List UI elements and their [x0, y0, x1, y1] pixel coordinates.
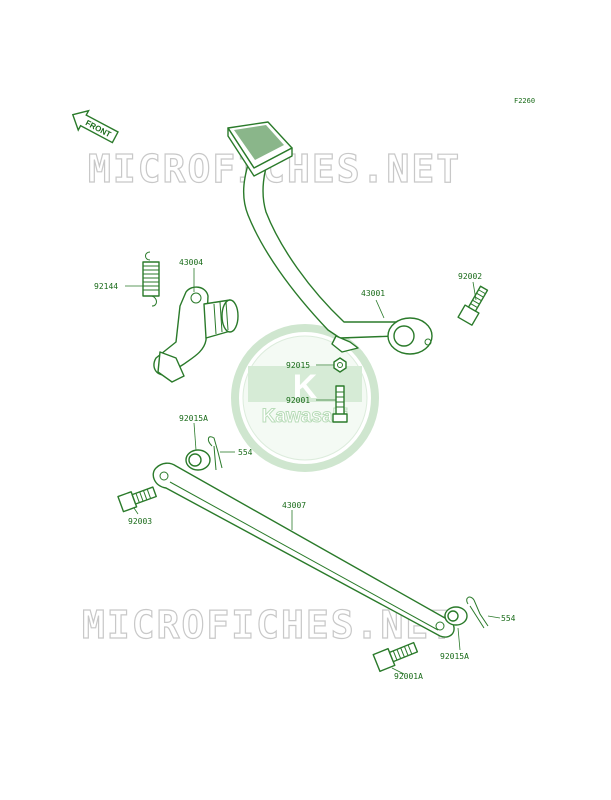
part-label: 92002 — [458, 272, 482, 281]
cotter-pin-554-upper-drawing — [207, 436, 223, 471]
nut-92015-drawing — [333, 357, 347, 373]
kawasaki-logo-watermark: K Kawasaki — [231, 324, 379, 472]
part-labels: 92144 43004 43001 92002 92015 92001 9201… — [94, 258, 516, 681]
part-label: 554 — [501, 614, 516, 623]
part-label: 92015A — [179, 414, 208, 423]
part-label: 554 — [238, 448, 253, 457]
part-label: 92144 — [94, 282, 118, 291]
nut-92015A-lower-drawing — [444, 606, 468, 626]
part-label: 92003 — [128, 517, 152, 526]
spring-92144-drawing — [142, 251, 160, 307]
cotter-pin-554-lower-drawing — [466, 596, 489, 629]
brake-rod-43007-drawing — [152, 462, 455, 638]
front-arrow-icon: FRONT — [71, 109, 119, 144]
part-label: 92015A — [440, 652, 469, 661]
part-label: 92001 — [286, 396, 310, 405]
bolt-92001A-drawing — [372, 641, 419, 673]
nut-92015A-upper-drawing — [185, 449, 211, 471]
part-label: 43007 — [282, 501, 306, 510]
part-label: 92015 — [286, 361, 310, 370]
shaft-43004-drawing — [153, 286, 239, 383]
figure-code: F2260 — [514, 97, 535, 105]
part-label: 92001A — [394, 672, 423, 681]
kawasaki-logo-text: Kawasaki — [262, 406, 349, 427]
brake-pedal-drawing — [227, 121, 433, 355]
svg-text:K: K — [293, 368, 318, 406]
leader-lines — [125, 268, 501, 675]
bolt-92002-drawing — [457, 285, 489, 326]
bolt-92001-drawing — [332, 385, 348, 423]
part-label: 43004 — [179, 258, 203, 267]
part-label: 43001 — [361, 289, 385, 298]
bolt-92003-drawing — [117, 486, 157, 513]
